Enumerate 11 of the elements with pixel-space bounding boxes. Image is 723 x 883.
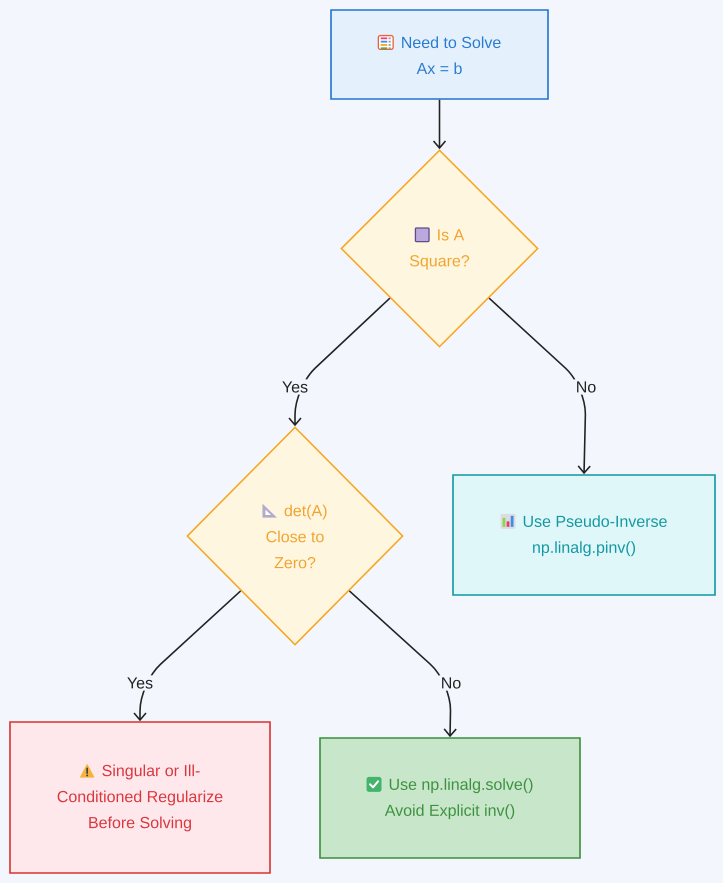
process-box: Use np.linalg.solve() Avoid Explicit inv()	[319, 737, 581, 859]
arrow	[348, 590, 457, 738]
edge-label: Yes	[280, 379, 310, 395]
arrow	[488, 298, 591, 474]
process-box: Need to Solve Ax = b	[330, 9, 549, 100]
process-box: Singular or Ill-Conditioned Regularize Before Solving	[9, 721, 271, 874]
arrow	[432, 100, 446, 150]
arrow	[133, 590, 242, 722]
arrow	[288, 298, 390, 426]
edge-label: Yes	[124, 675, 156, 691]
process-box: Use Pseudo-Inverse np.linalg.pinv()	[452, 474, 716, 596]
